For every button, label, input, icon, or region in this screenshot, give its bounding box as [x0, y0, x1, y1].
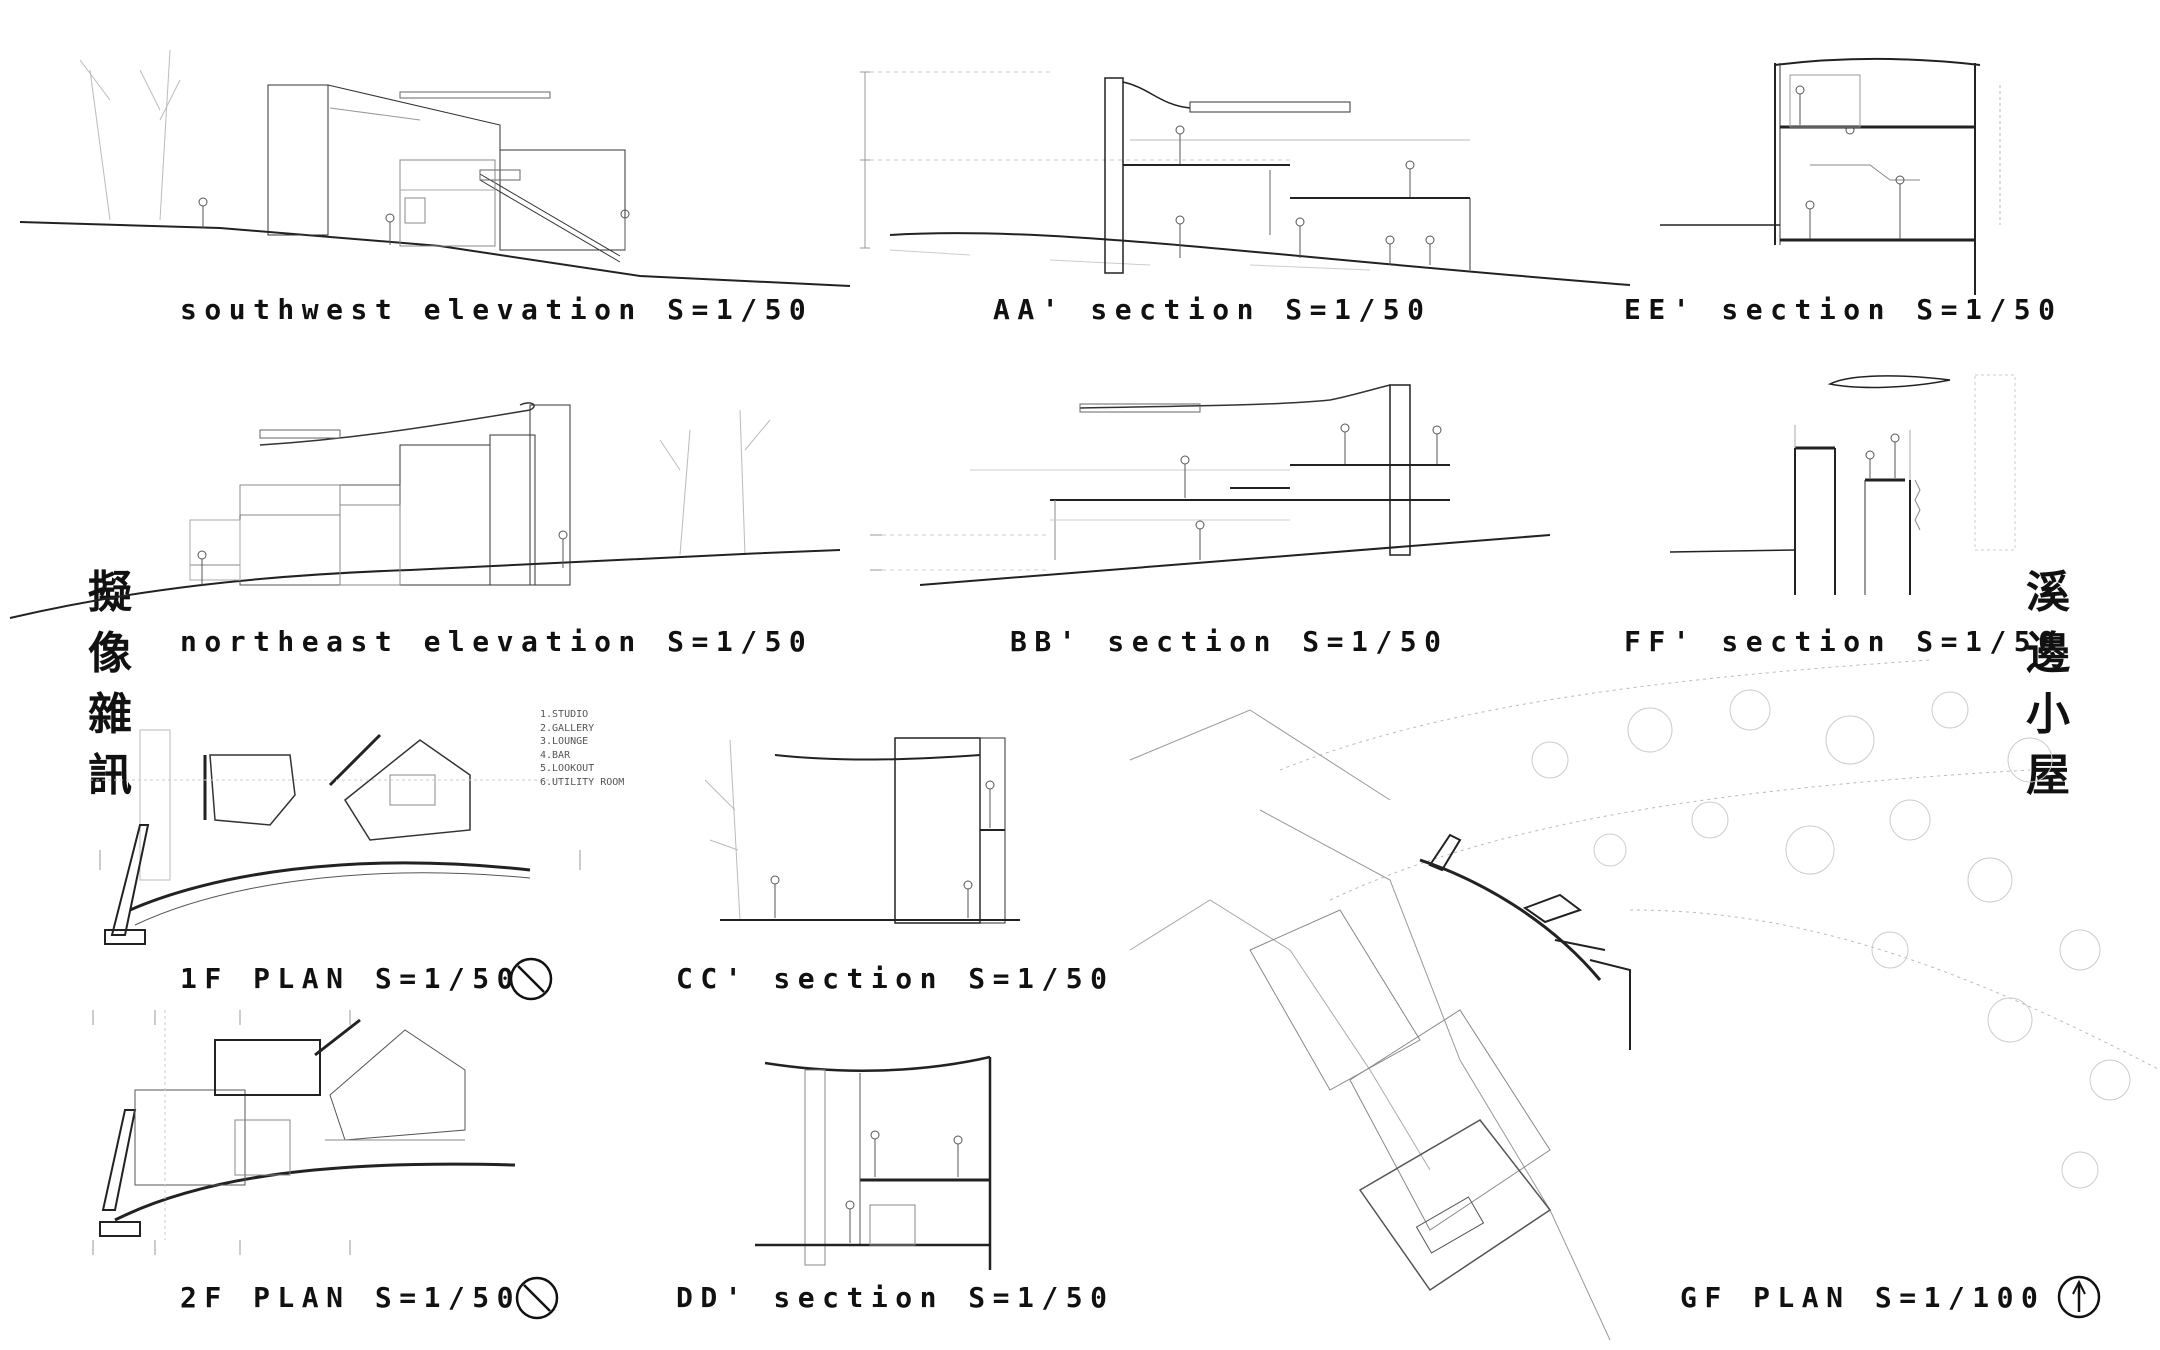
caption-ff-section: FF' section S=1/50: [1624, 625, 2063, 658]
legend-item: 5.LOOKOUT: [540, 763, 595, 774]
north-arrow-icon: [515, 1276, 559, 1320]
plan-gf-site-drawing: [1130, 650, 2160, 1340]
ee-section-drawing: [1660, 55, 2040, 295]
room-legend: 1.STUDIO 2.GALLERY 3.LOUNGE 4.BAR 5.LOOK…: [540, 708, 624, 789]
ff-section-drawing: [1670, 370, 2050, 610]
aa-section-drawing: [850, 60, 1630, 290]
caption-plan-2f: 2F PLAN S=1/50: [180, 1281, 522, 1314]
legend-item: 6.UTILITY ROOM: [540, 776, 625, 788]
project-title-left: 擬 像 雜 訊: [82, 562, 138, 806]
bb-section-drawing: [870, 380, 1550, 610]
north-arrow-icon: [2057, 1275, 2101, 1319]
project-title-right: 溪 邊 小 屋: [2020, 562, 2076, 806]
caption-aa-section: AA' section S=1/50: [993, 293, 1432, 326]
caption-cc-section: CC' section S=1/50: [676, 962, 1115, 995]
caption-ee-section: EE' section S=1/50: [1624, 293, 2063, 326]
caption-bb-section: BB' section S=1/50: [1010, 625, 1449, 658]
title-char: 雜: [88, 689, 132, 740]
plan-1f-drawing: [90, 700, 570, 950]
cc-section-drawing: [690, 730, 1050, 930]
title-char: 小: [2026, 689, 2070, 740]
caption-southwest-elevation: southwest elevation S=1/50: [180, 293, 814, 326]
legend-item: 4.BAR: [540, 749, 571, 761]
legend-item: 1.STUDIO: [540, 709, 589, 720]
legend-item: 2.GALLERY: [540, 722, 595, 734]
north-arrow-icon: [509, 957, 553, 1001]
title-char: 溪: [2026, 567, 2070, 618]
dd-section-drawing: [740, 1045, 1020, 1285]
title-char: 擬: [88, 567, 132, 618]
legend-item: 3.LOUNGE: [540, 736, 589, 747]
title-char: 屋: [2026, 750, 2070, 801]
plan-2f-drawing: [85, 1000, 525, 1265]
southwest-elevation-drawing: [20, 40, 850, 300]
caption-plan-gf: GF PLAN S=1/100: [1680, 1281, 2046, 1314]
caption-northeast-elevation: northeast elevation S=1/50: [180, 625, 814, 658]
caption-dd-section: DD' section S=1/50: [676, 1281, 1115, 1314]
title-char: 像: [88, 628, 132, 679]
northeast-elevation-drawing: [10, 390, 840, 630]
title-char: 邊: [2026, 628, 2070, 679]
caption-plan-1f: 1F PLAN S=1/50: [180, 962, 522, 995]
title-char: 訊: [88, 750, 132, 801]
